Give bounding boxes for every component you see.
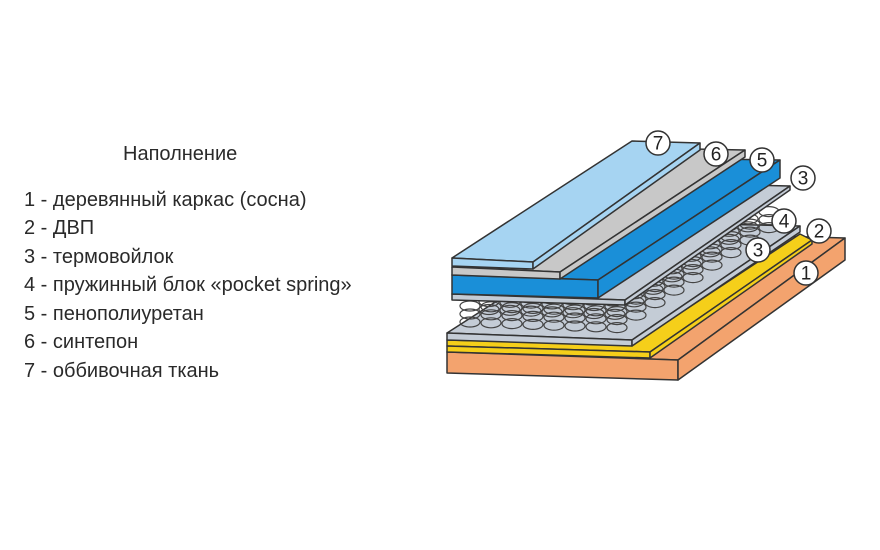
- spring-coil: [459, 308, 481, 320]
- legend-item: 4 - пружинный блок «pocket spring»: [24, 274, 352, 296]
- spring-coil: [663, 284, 685, 296]
- callout-7: 7: [645, 130, 671, 156]
- spring-coil: [499, 304, 521, 316]
- spring-coil: [585, 313, 607, 325]
- svg-text:7: 7: [653, 134, 664, 155]
- svg-text:3: 3: [753, 241, 764, 262]
- legend-item: 7 - оббивочная ткань: [24, 359, 220, 382]
- spring-coil: [720, 247, 742, 259]
- spring-coil: [739, 226, 761, 238]
- spring-coil: [480, 317, 502, 329]
- spring-coil: [522, 318, 544, 330]
- spring-coil: [564, 312, 586, 324]
- svg-text:3: 3: [798, 169, 809, 190]
- callout-5: 5: [749, 147, 775, 173]
- legend-item: 5 - пенополиуретан: [24, 302, 204, 325]
- spring-coil: [478, 303, 500, 316]
- spring-coil: [562, 307, 584, 319]
- callout-2: 2: [806, 218, 832, 244]
- spring-coil: [501, 310, 523, 322]
- spring-coil: [604, 308, 626, 320]
- spring-coil: [606, 322, 628, 334]
- spring-coil: [644, 289, 666, 301]
- spring-coil: [543, 319, 565, 331]
- legend: Наполнение 1 - деревянный каркас (сосна)…: [24, 140, 352, 385]
- spring-coil: [585, 321, 607, 333]
- legend-item: 3 - термовойлок: [24, 245, 174, 268]
- spring-coil: [522, 310, 544, 322]
- callout-3-lower: 3: [745, 237, 771, 263]
- spring-coil: [625, 301, 647, 313]
- legend-item: 2 - ДВП: [24, 217, 95, 239]
- spring-coil: [459, 316, 481, 328]
- spring-coil: [682, 272, 704, 284]
- spring-coil: [583, 307, 605, 320]
- spring-coil: [682, 264, 704, 276]
- spring-coil: [606, 314, 628, 326]
- legend-item: 1 - деревянный каркас (сосна): [24, 188, 307, 211]
- spring-coil: [663, 276, 685, 288]
- callouts: 7 6 5 3 4 2 3 1: [645, 130, 832, 286]
- spring-coil: [644, 297, 666, 309]
- svg-text:6: 6: [711, 145, 722, 166]
- spring-coil: [480, 309, 502, 321]
- layer-fiberboard: [446, 233, 813, 359]
- spring-coil: [720, 239, 742, 251]
- svg-text:1: 1: [801, 264, 812, 285]
- callout-4: 4: [771, 208, 797, 234]
- spring-coil: [701, 259, 723, 271]
- svg-text:4: 4: [779, 212, 790, 233]
- layer-fabric: [451, 140, 701, 270]
- spring-coil: [564, 320, 586, 332]
- svg-text:5: 5: [757, 151, 768, 172]
- callout-3-upper: 3: [790, 165, 816, 191]
- legend-title: Наполнение: [123, 143, 238, 165]
- spring-coil: [543, 311, 565, 323]
- callout-6: 6: [703, 141, 729, 167]
- spring-coil: [520, 305, 542, 317]
- spring-coil: [625, 309, 647, 321]
- spring-coil: [701, 251, 723, 263]
- legend-item: 6 - синтепон: [24, 331, 139, 353]
- svg-text:2: 2: [814, 222, 825, 243]
- spring-coil: [501, 318, 523, 330]
- callout-1: 1: [793, 260, 819, 286]
- spring-coil: [541, 306, 563, 318]
